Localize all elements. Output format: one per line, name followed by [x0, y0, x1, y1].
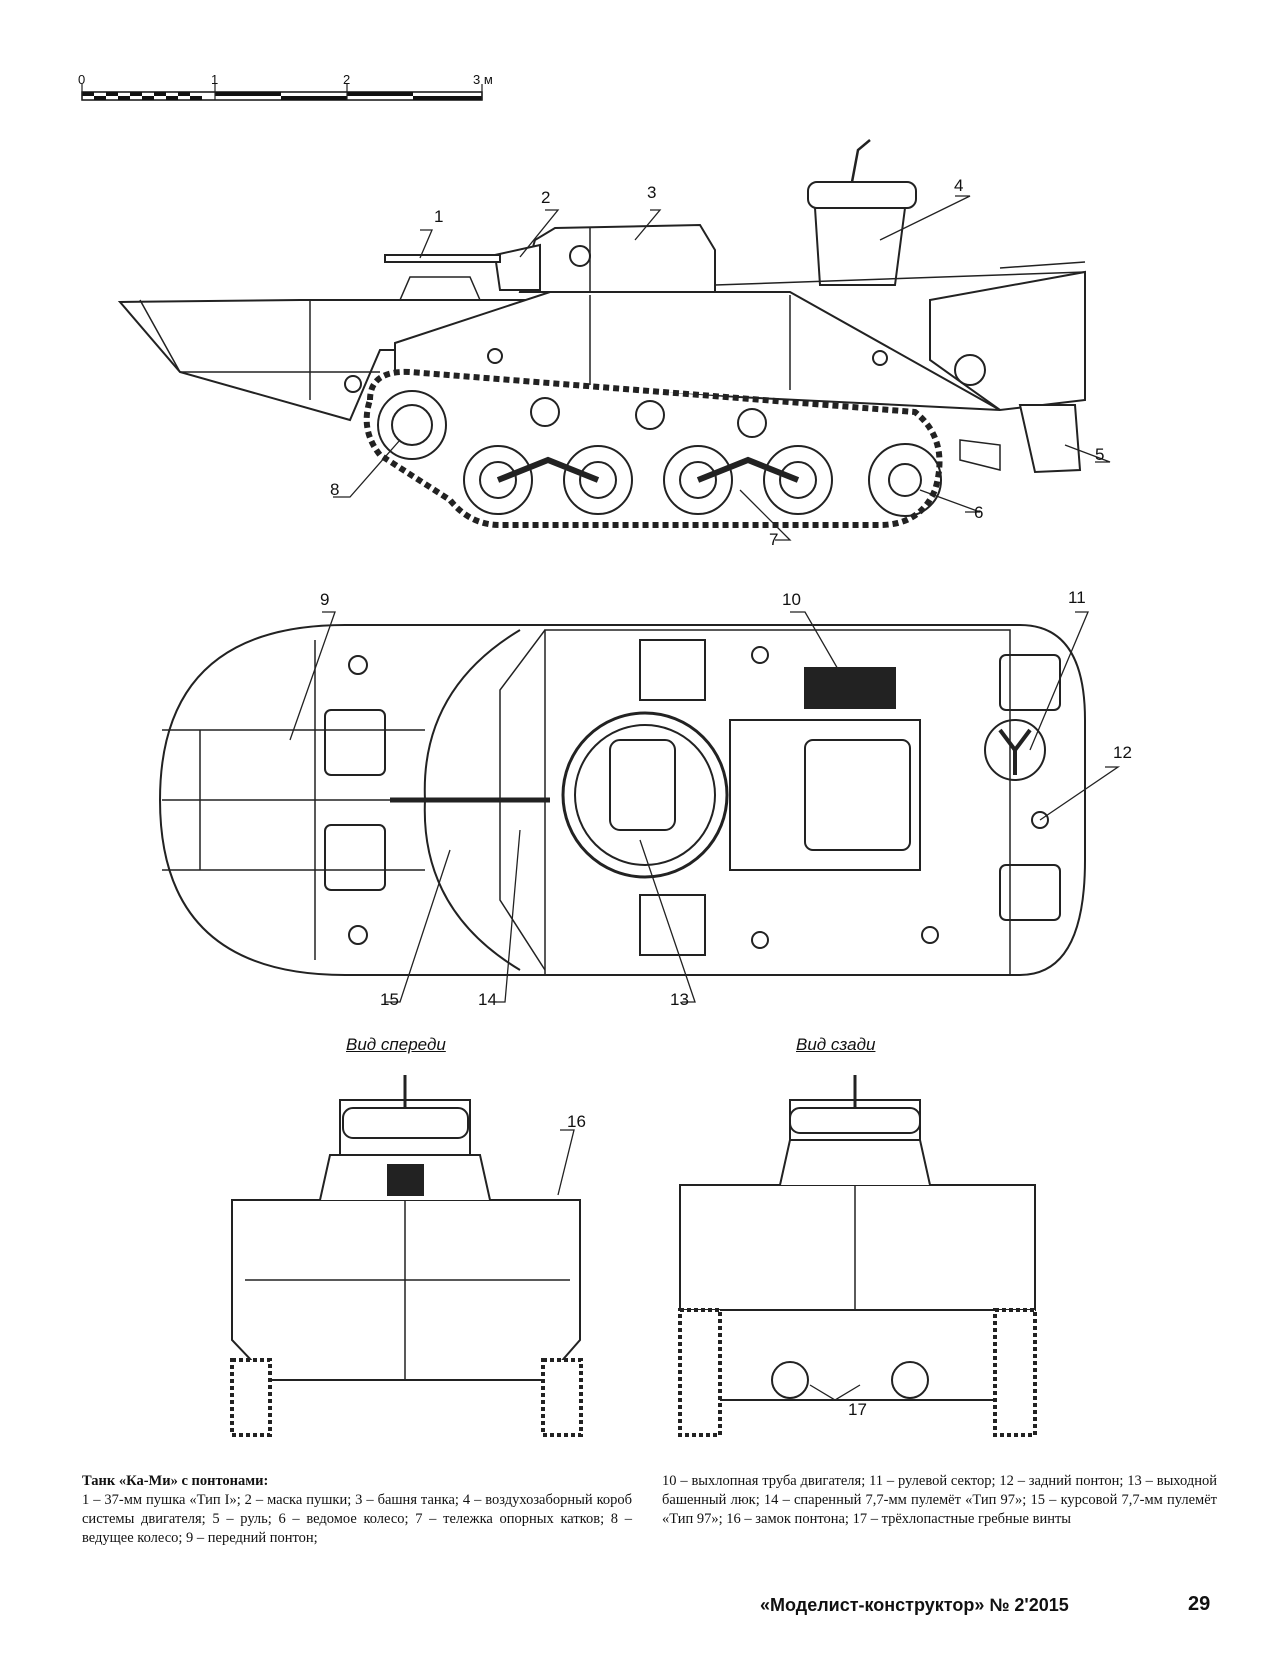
callout-6: 6: [974, 503, 984, 522]
caption-right-column: 10 – выхлопная труба двигателя; 11 – рул…: [662, 1472, 1217, 1529]
callout-9: 9: [320, 590, 330, 609]
callout-7: 7: [769, 530, 779, 549]
callout-2: 2: [541, 188, 551, 207]
scale-label-0: 0: [78, 72, 86, 87]
magazine-title: «Моделист-конструктор» № 2'2015: [760, 1595, 1069, 1615]
callout-8: 8: [330, 480, 340, 499]
side-view-drawing: [117, 139, 1086, 528]
rear-view-title: Вид сзади: [796, 1035, 876, 1054]
caption-right-text: 10 – выхлопная труба двигателя; 11 – рул…: [662, 1473, 1217, 1527]
scale-bar-graphic: [81, 84, 483, 101]
scale-label-3: 3 м: [473, 72, 493, 87]
callout-16: 16: [567, 1112, 586, 1131]
callout-3: 3: [647, 183, 657, 202]
callout-11: 11: [1068, 588, 1086, 607]
scale-label-1: 1: [211, 72, 219, 87]
scale-label-2: 2: [343, 72, 351, 87]
caption-left-text: 1 – 37-мм пушка «Тип I»; 2 – маска пушки…: [82, 1492, 632, 1546]
top-view-drawing: [158, 624, 1086, 976]
rear-view-drawing: [678, 1075, 1037, 1437]
callout-15: 15: [380, 990, 399, 1009]
page-number: 29: [1188, 1593, 1211, 1615]
caption-title: Танк «Ка-Ми» с понтонами:: [82, 1473, 269, 1489]
callout-14: 14: [478, 990, 497, 1009]
front-view-drawing: [230, 1075, 583, 1437]
callout-13: 13: [670, 990, 689, 1009]
callout-5: 5: [1095, 445, 1105, 464]
front-view-title: Вид спереди: [346, 1035, 446, 1054]
callout-12: 12: [1113, 743, 1132, 762]
callout-10: 10: [782, 590, 801, 609]
callout-1: 1: [434, 207, 444, 226]
callout-17: 17: [848, 1400, 867, 1419]
caption-left-column: Танк «Ка-Ми» с понтонами: 1 – 37-мм пушк…: [82, 1472, 632, 1548]
callout-4: 4: [954, 176, 964, 195]
leader-lines: [289, 195, 1121, 1401]
